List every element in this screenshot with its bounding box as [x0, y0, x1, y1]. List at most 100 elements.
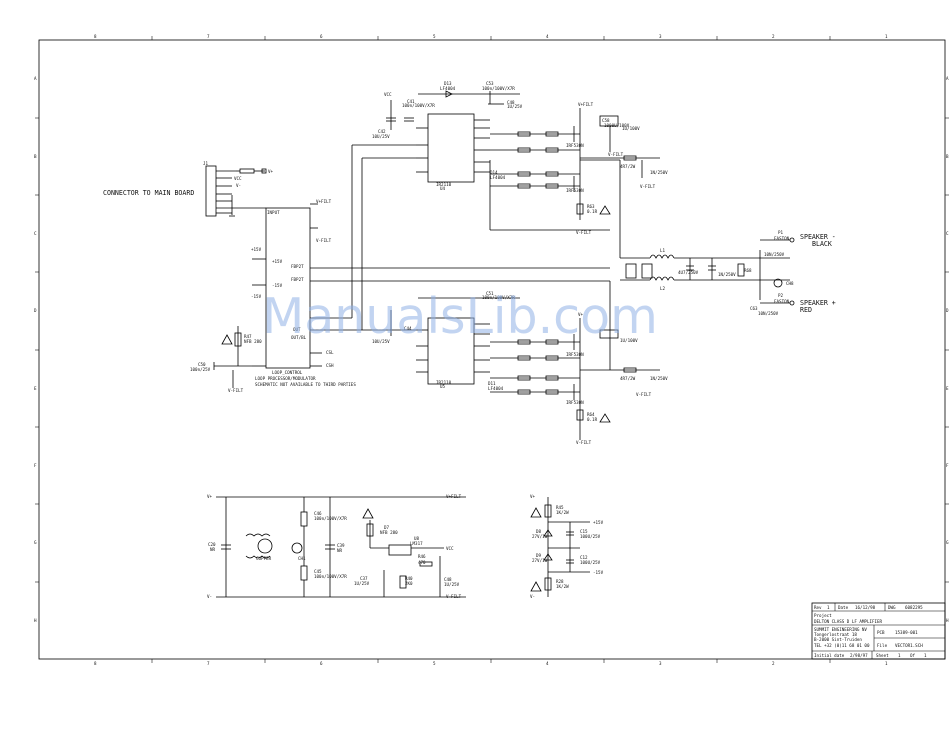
part-ref: U4	[440, 186, 446, 191]
output-filter: L1 L2 4U7/250V 1N/250V R68 10N/250V C63 …	[620, 248, 794, 316]
part-ref: R40	[405, 576, 413, 581]
col-label: 7	[207, 661, 210, 666]
ic-pin: FBP2T	[291, 277, 304, 282]
part-ref: C48	[444, 577, 452, 582]
part-ref: CH1	[298, 556, 306, 561]
part-value: NR	[210, 547, 216, 552]
tb-rev-label: Rev	[814, 605, 822, 610]
net-vpfilt: V+FILT	[316, 199, 332, 204]
net-vminus: V-	[236, 183, 241, 188]
part-value: 470	[418, 560, 426, 565]
part-value: 10U/25V	[372, 134, 390, 139]
row-label: G	[946, 540, 949, 545]
zener-supplies: V+ V- R45 1K/2W +15V D8 27V/1W C15 100U/…	[530, 494, 604, 599]
part-ref: C48	[507, 100, 515, 105]
col-label: 4	[546, 34, 549, 39]
part-value: FASTON	[774, 299, 790, 304]
row-label: C	[946, 231, 949, 236]
ic-pin: OUT/BL	[291, 335, 307, 340]
part-value: NR	[337, 548, 343, 553]
column-ruler: 8 7 6 5 4 3 2 1 8 7 6 5 4 3 2 1	[94, 34, 888, 666]
tb-pcb-label: PCB	[877, 630, 885, 635]
row-label: B	[34, 154, 37, 159]
tb-sheet-label: Sheet	[876, 653, 889, 658]
tb-date-label: Date	[838, 605, 849, 610]
part-ref: C41	[407, 99, 415, 104]
net-vfilt: V-FILT	[608, 152, 624, 157]
part-ref: C51	[486, 291, 494, 296]
row-label: D	[34, 308, 37, 313]
speaker-terminals: P1 FASTON SPEAKER - BLACK P2 FASTON SPEA…	[760, 230, 836, 314]
part-value: 1N/250V	[650, 376, 668, 381]
part-value: LF4004	[488, 386, 504, 391]
part-value: IR2110	[436, 182, 452, 187]
part-ref: U5	[440, 384, 446, 389]
ic-pin: OUT	[293, 327, 301, 332]
net-neg15: -15V	[593, 570, 604, 575]
part-ref: D9	[536, 553, 542, 558]
part-ref: C63	[750, 306, 758, 311]
inductor-l1: L1	[660, 248, 666, 253]
part-value: 1N/250V	[718, 272, 736, 277]
loop-processor-label: LOOP PROCESSOR/MODULATOR	[255, 376, 316, 381]
net-vfilt: V-FILT	[576, 440, 592, 445]
row-label: F	[34, 463, 37, 468]
part-value: 1K/2W	[556, 584, 569, 589]
regulator-u8	[388, 544, 412, 556]
part-ref: C44	[404, 326, 412, 331]
part-value: 100U/25V	[580, 534, 601, 539]
part-ref: C45	[314, 569, 322, 574]
part-value: 100n/100V/X7R	[314, 516, 347, 521]
part-ref: R47	[244, 334, 252, 339]
mosfet-q3: IRF530N	[566, 352, 584, 357]
driver-u4	[427, 113, 475, 183]
col-label: 7	[207, 34, 210, 39]
part-ref: R28	[556, 579, 564, 584]
net-vminus: V-	[530, 594, 535, 599]
part-ref: D14	[490, 170, 498, 175]
part-value: 1U/100V	[622, 126, 640, 131]
part-value: 4U7/250V	[678, 270, 699, 275]
row-label: E	[946, 386, 949, 391]
part-ref: D11	[488, 381, 496, 386]
part-ref: P2	[778, 293, 784, 298]
col-label: 8	[94, 34, 97, 39]
part-value: 100U/25V	[580, 560, 601, 565]
part-ref: C58	[602, 118, 610, 123]
part-ref: D7	[384, 525, 390, 530]
part-value: 1U/25V	[354, 581, 370, 586]
ic-pin: FBP2T	[291, 264, 304, 269]
ic-pin: +15V	[272, 259, 283, 264]
r47-network: R47 NFB 280 C50 100n/25V V-FILT	[190, 326, 262, 393]
tb-project: DELTON CLASS D LF AMPLIFIER	[814, 619, 883, 624]
part-ref: C20	[208, 542, 216, 547]
part-value: NFB 280	[380, 530, 398, 535]
speaker-neg-label: SPEAKER -	[800, 233, 836, 241]
net-vfilt: V-FILT	[636, 392, 652, 397]
part-ref: C46	[314, 511, 322, 516]
row-label: C	[34, 231, 37, 236]
part-ref: CUPPER	[256, 556, 272, 561]
upper-bridge: U4 IR2110 D13 LF4004 C53 100n/100V/X7R C…	[372, 81, 668, 258]
row-label: A	[34, 76, 37, 81]
power-supply: V+ V- C20 NR CUPPER CH1 C46 100n/100V/X7…	[207, 494, 466, 599]
tb-initial: 2/98/97	[850, 653, 868, 658]
net-neg15: -15V	[251, 294, 262, 299]
part-ref: C50	[198, 362, 206, 367]
part-ref: R45	[556, 505, 564, 510]
net-vfilt: V-FILT	[576, 230, 592, 235]
part-ref: R63	[587, 204, 595, 209]
tb-dwg: 6082295	[905, 605, 923, 610]
part-value: 100n/25V	[190, 367, 211, 372]
net-vfilt: V-FILT	[640, 184, 656, 189]
part-value: NFB 280	[244, 339, 262, 344]
col-label: 1	[885, 34, 888, 39]
speaker-neg-color: BLACK	[812, 240, 832, 248]
part-ref: C15	[580, 529, 588, 534]
tb-date: 16/12/98	[855, 605, 876, 610]
part-value: 27V/1W	[532, 534, 548, 539]
tb-of-label: Of	[910, 653, 916, 658]
part-ref: R46	[418, 554, 426, 559]
part-ref: C39	[337, 543, 345, 548]
